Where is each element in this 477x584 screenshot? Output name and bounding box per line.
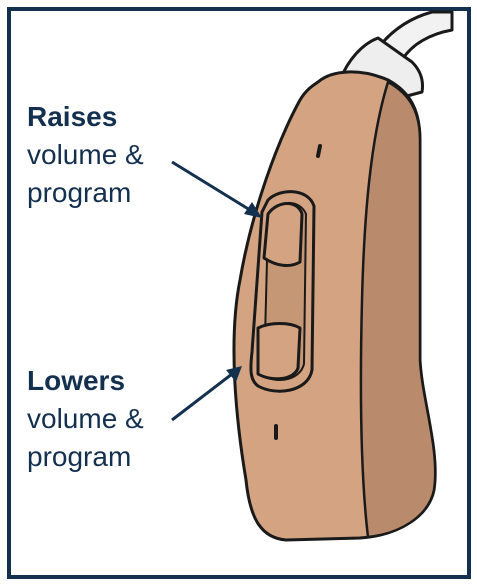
hearing-aid-body — [232, 70, 437, 542]
raises-line-2: program — [27, 177, 132, 208]
volume-up-button[interactable] — [262, 202, 304, 267]
lowers-title: Lowers — [27, 365, 126, 396]
top-indicator-mark — [316, 144, 322, 158]
lowers-label: Lowers volume & program — [27, 362, 144, 476]
raises-title: Raises — [27, 101, 118, 132]
lowers-line-2: program — [27, 441, 132, 472]
lowers-arrow — [171, 366, 242, 422]
raises-label: Raises volume & program — [27, 98, 144, 212]
rocker-switch — [249, 190, 316, 393]
lowers-line-1: volume & — [27, 403, 144, 434]
raises-arrow — [171, 160, 262, 218]
raises-line-1: volume & — [27, 139, 144, 170]
volume-down-button[interactable] — [256, 322, 302, 381]
